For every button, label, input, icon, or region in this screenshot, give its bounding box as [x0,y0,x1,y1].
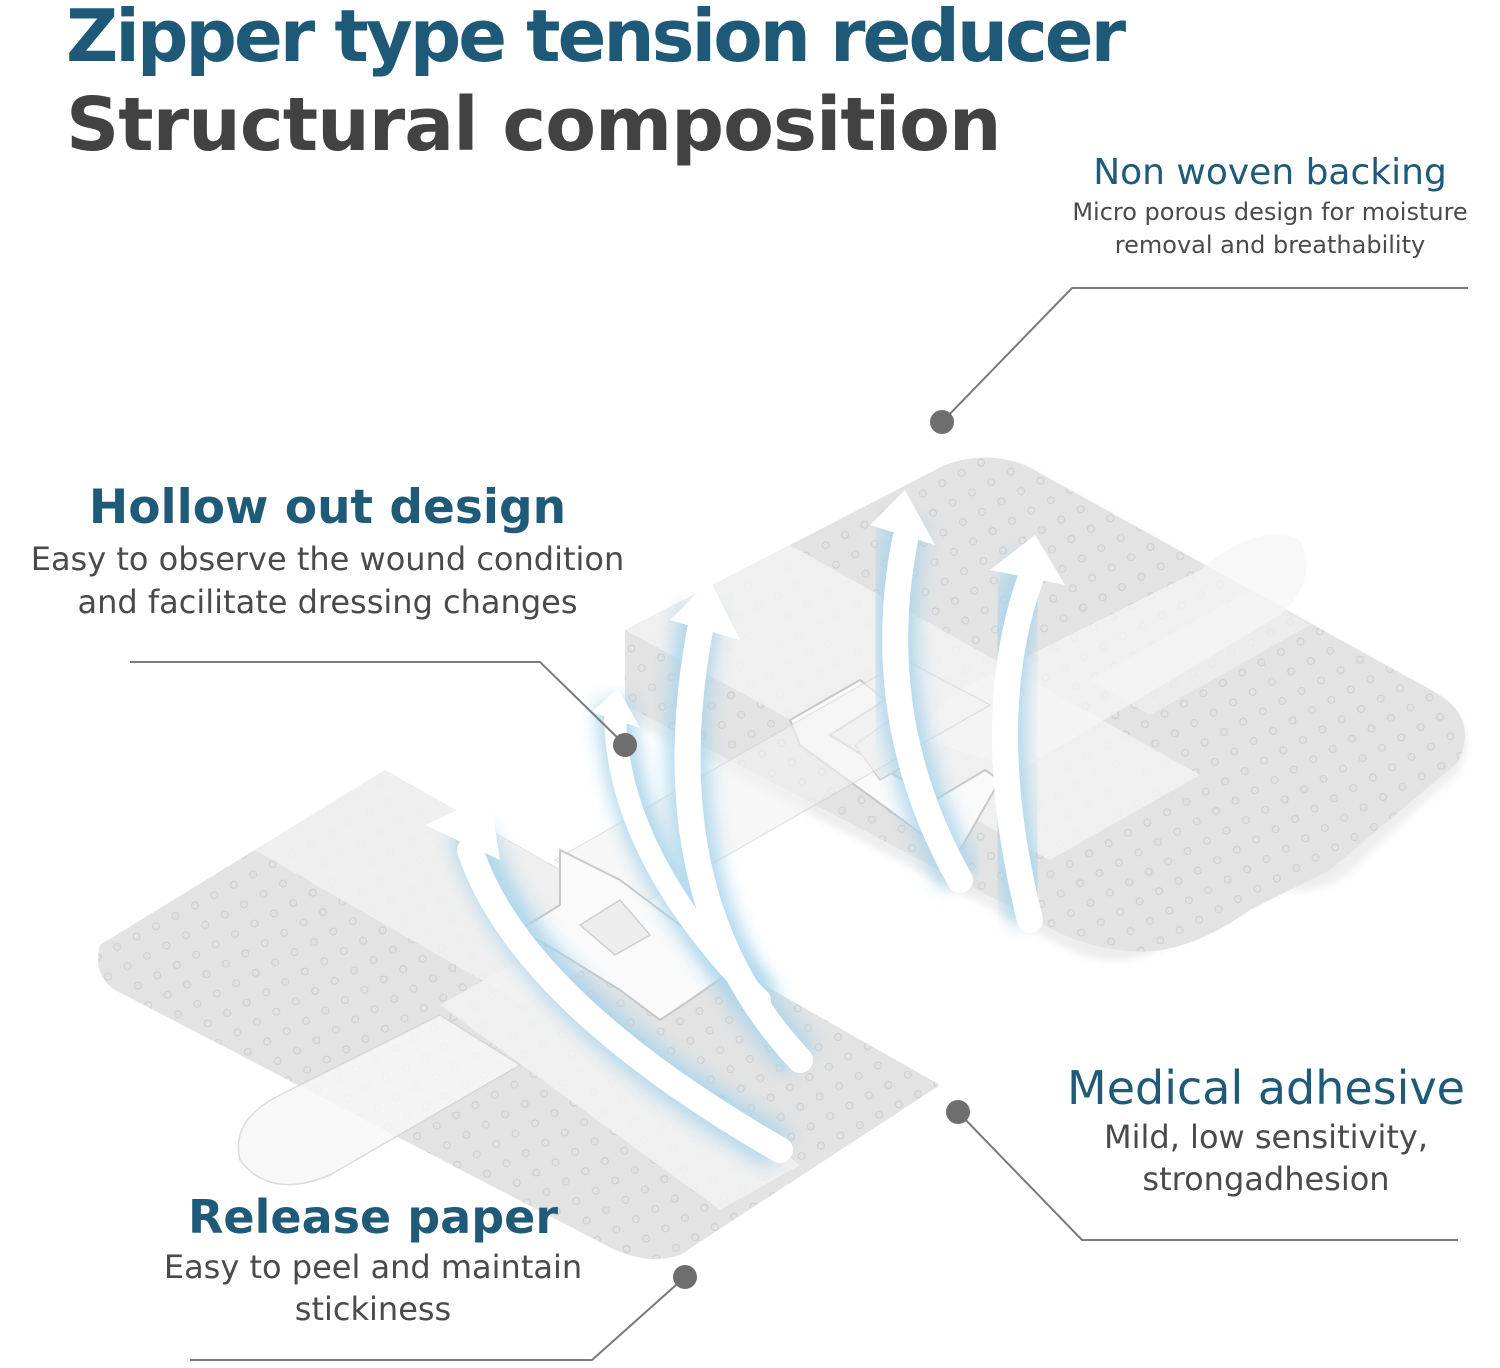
leader-release-paper [190,1265,697,1361]
title-line-2: Structural composition [66,82,1002,168]
release-paper-desc-1: Easy to peel and maintain [163,1248,583,1286]
medical-adhesive-desc-1: Mild, low sensitivity, [1104,1118,1428,1156]
medical-adhesive-desc-2: strongadhesion [1142,1160,1390,1198]
callout-hollow-out-design: Hollow out design Easy to observe the wo… [0,478,655,624]
leader-hollow-out [130,661,637,757]
callout-non-woven-backing: Non woven backing Micro porous design fo… [1040,150,1500,262]
non-woven-desc-2: removal and breathability [1114,231,1426,259]
non-woven-desc-1: Micro porous design for moisture [1072,198,1468,226]
leader-non-woven [930,287,1468,434]
leader-medical-adhesive [946,1100,1458,1241]
release-paper-desc-2: stickiness [294,1290,452,1328]
medical-adhesive-heading: Medical adhesive [1067,1061,1465,1115]
left-adhesive-pad [97,770,940,1259]
non-woven-heading: Non woven backing [1093,152,1447,193]
airflow-arrows [425,490,1065,1169]
right-adhesive-pad [625,457,1467,961]
callout-medical-adhesive: Medical adhesive Mild, low sensitivity, … [1040,1060,1492,1200]
hollow-out-heading: Hollow out design [88,480,567,535]
title-line-1: Zipper type tension reducer [66,0,1126,78]
hollow-out-desc-2: and facilitate dressing changes [77,583,578,621]
hollow-out-desc-1: Easy to observe the wound condition [30,540,625,578]
callout-release-paper: Release paper Easy to peel and maintain … [120,1188,626,1330]
release-paper-heading: Release paper [188,1190,558,1244]
